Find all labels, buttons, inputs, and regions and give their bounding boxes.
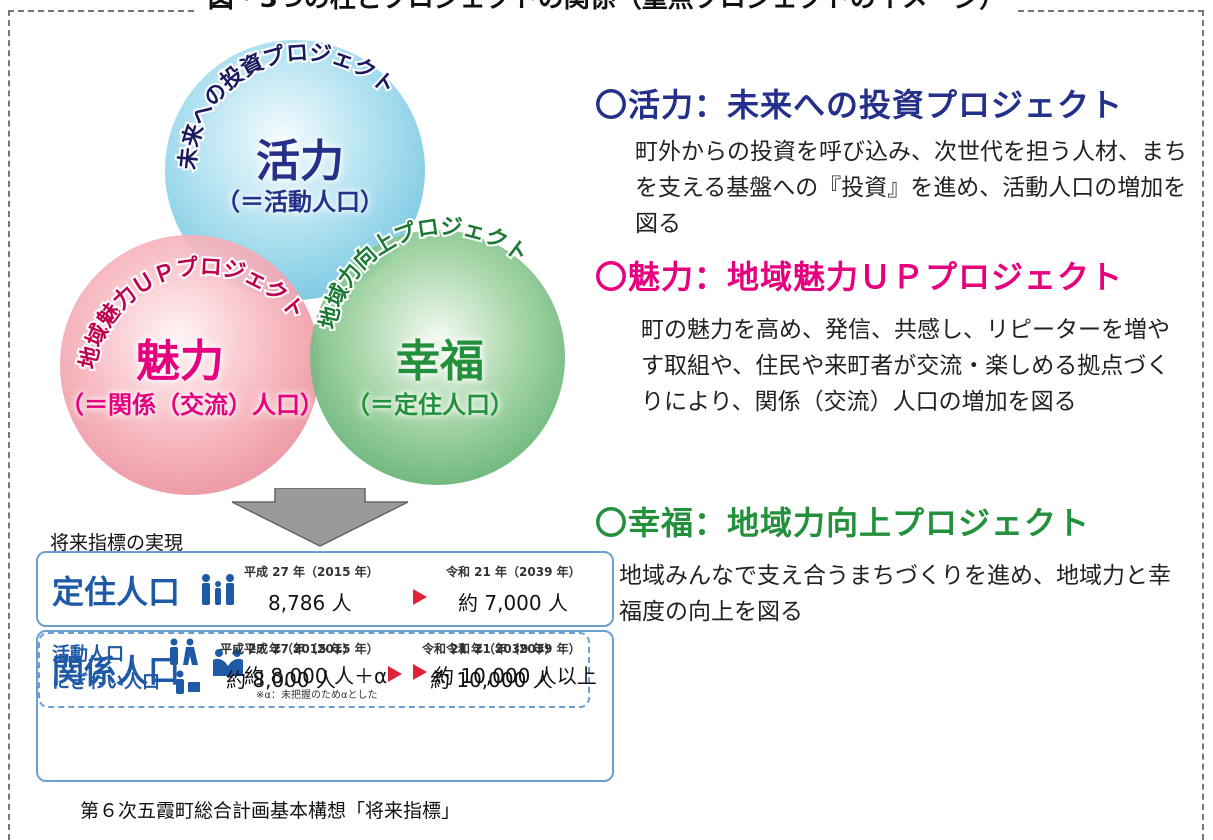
settled-to-year: 令和 21 年（2039 年）: [446, 565, 581, 579]
svg-text:地域力向上プロジェクト: 地域力向上プロジェクト: [316, 215, 532, 332]
project-vitality: 〇活力：未来への投資プロジェクト 町外からの投資を呼び込み、次世代を担う人材、ま…: [595, 80, 1205, 242]
venn-diagram: 未来への投資プロジェクト 地域魅力ＵＰプロジェクト 地域力向上プロジェクト 活力…: [20, 30, 590, 510]
related-label: 関係人口: [52, 652, 181, 690]
project-happiness-body: 地域みんなで支え合うまちづくりを進め、地域力と幸福度の向上を図る: [619, 563, 1171, 625]
active-label-line2: にぎわい人口: [52, 672, 160, 693]
settled-from-year: 平成 27 年（2015 年）: [244, 565, 379, 579]
attraction-name: 魅力: [136, 336, 224, 387]
arrow-right-icon: [388, 666, 402, 682]
project-happiness: 〇幸福：地域力向上プロジェクト 地域みんなで支え合うまちづくりを進め、地域力と幸…: [595, 498, 1205, 630]
project-attraction-body: 町の魅力を高め、発信、共感し、リピーターを増やす取組や、住民や来町者が交流・楽し…: [641, 317, 1170, 415]
arrow-right-icon: [413, 589, 427, 605]
project-vitality-body: 町外からの投資を呼び込み、次世代を担う人材、まちを支える基盤への『投資』を進め、…: [635, 139, 1187, 237]
happiness-name: 幸福: [396, 336, 484, 387]
related-from-value: 約 8,000 人＋α: [244, 664, 388, 688]
vitality-name: 活力: [256, 136, 344, 187]
attraction-sub: （＝関係（交流）人口）: [60, 391, 324, 419]
vitality-sub: （＝活動人口）: [216, 188, 384, 216]
related-population-box: 関係人口 平成 27 年（2015 年） 約 8,000 人＋α ※α：未把握の…: [36, 630, 614, 782]
goal-caption: 第６次五霞町総合計画基本構想「将来指標」: [80, 800, 461, 822]
active-to-year: 令和 21 年（2039 年）: [422, 642, 557, 656]
active-label-line1: 活動人口: [52, 644, 124, 665]
alpha-note: ※α：未把握のためαとした: [256, 690, 378, 701]
goal-label: 将来指標の実現: [50, 532, 184, 554]
happiness-circle: [310, 230, 565, 485]
handshake-icon: [213, 649, 243, 676]
active-population-box: 活動人口 にぎわい人口 平成 27 年（2015 年） 約 8,000 人 令和…: [38, 632, 590, 708]
page-title: 図・3つの柱とプロジェクトの関係（重点プロジェクトのイメージ）: [0, 0, 1213, 15]
family-icon: [202, 574, 234, 605]
related-from-year: 平成 27 年（2015 年）: [244, 642, 379, 656]
attraction-circle: [60, 235, 320, 495]
related-to-value: 約 10,000 人以上: [434, 664, 597, 688]
project-happiness-title: 〇幸福：地域力向上プロジェクト: [595, 504, 1091, 542]
active-from-value: 約 8,000 人: [226, 668, 336, 692]
happiness-sub: （＝定住人口）: [346, 391, 514, 419]
arrow-right-icon: [413, 664, 427, 680]
project-attraction-title: 〇魅力：地域魅力ＵＰプロジェクト: [595, 258, 1124, 296]
settled-from-value: 8,786 人: [268, 591, 352, 615]
active-to-value: 約 10,000 人: [430, 668, 553, 692]
related-to-year: 令和 21 年（2039 年）: [446, 642, 581, 656]
happiness-arc-label: 地域力向上プロジェクト: [314, 213, 534, 334]
arc-labels: 未来への投資プロジェクト 地域魅力ＵＰプロジェクト 地域力向上プロジェクト: [74, 39, 534, 374]
active-from-year: 平成 27 年（2015 年）: [220, 642, 355, 656]
settled-label: 定住人口: [52, 573, 181, 611]
down-arrow-icon: [231, 488, 409, 547]
people-walking-icon: [170, 638, 200, 694]
project-attraction: 〇魅力：地域魅力ＵＰプロジェクト 町の魅力を高め、発信、共感し、リピーターを増や…: [595, 252, 1205, 420]
project-vitality-title: 〇活力：未来への投資プロジェクト: [595, 86, 1124, 124]
settled-to-value: 約 7,000 人: [458, 591, 568, 615]
settled-population-box: 定住人口 平成 27 年（2015 年） 8,786 人 令和 21 年（203…: [36, 551, 614, 627]
